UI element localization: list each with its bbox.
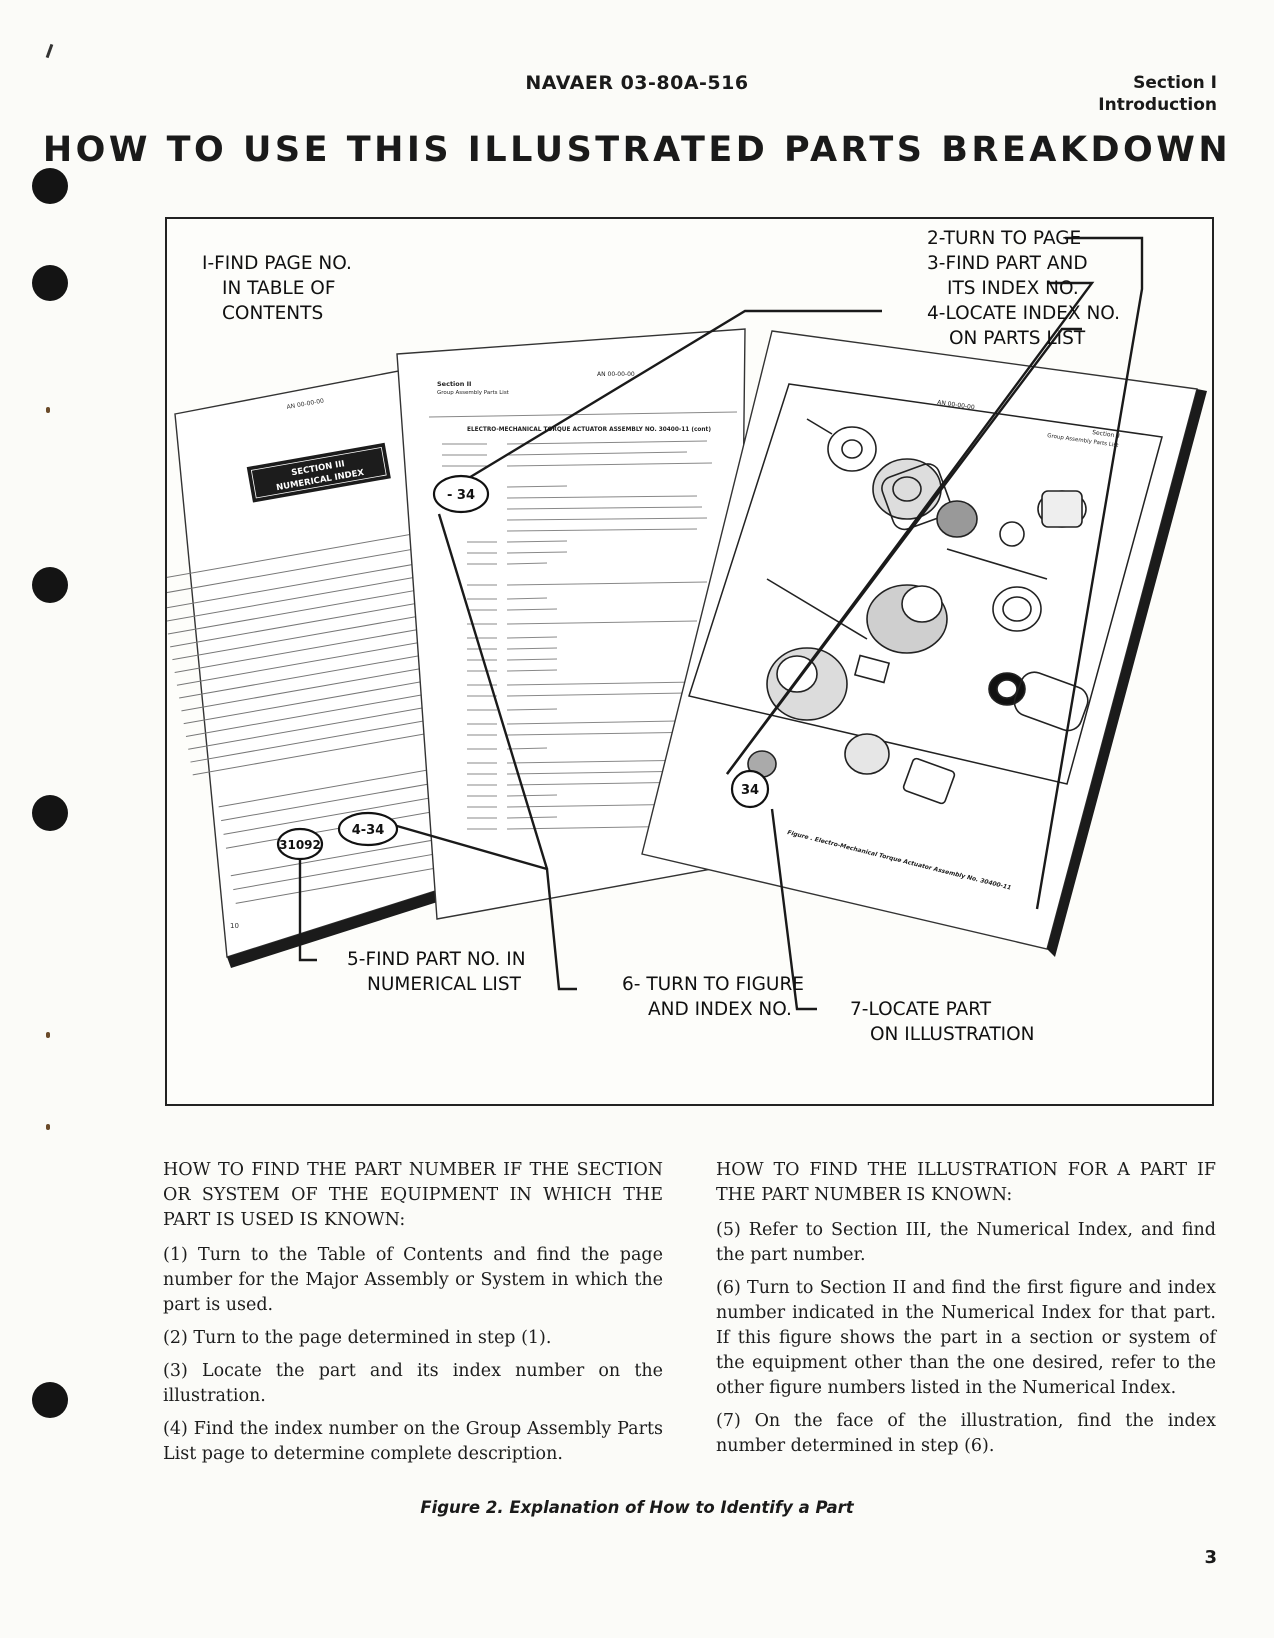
figure-panel: AN 00-00-00 SECTION III NUMERICAL INDEX	[165, 217, 1214, 1106]
callout-illustration-index: 34	[730, 769, 770, 809]
callout-figure-index-text: 4-34	[352, 823, 385, 838]
binder-hole	[32, 795, 68, 831]
speck	[46, 1124, 50, 1130]
step-6-callout: 6- TURN TO FIGURE AND INDEX NO.	[622, 972, 804, 1022]
right-step-6: (6) Turn to Section II and find the firs…	[716, 1278, 1216, 1398]
right-heading: HOW TO FIND THE ILLUSTRATION FOR A PART …	[716, 1160, 1216, 1205]
callout-list-index-text: - 34	[447, 488, 475, 503]
binder-hole	[32, 1382, 68, 1418]
step-3-line1: 3-FIND PART AND	[927, 253, 1088, 274]
figure-illustration: AN 00-00-00 SECTION III NUMERICAL INDEX	[167, 236, 1207, 1011]
callout-figure-index: 4-34	[337, 811, 399, 847]
sheet1-page-number: 10	[230, 922, 239, 930]
page-title: HOW TO USE THIS ILLUSTRATED PARTS BREAKD…	[42, 130, 1232, 170]
step-2-callout: 2-TURN TO PAGE	[927, 228, 1082, 249]
left-heading: HOW TO FIND THE PART NUMBER IF THE SECTI…	[163, 1160, 663, 1230]
step-5-line2: NUMERICAL LIST	[367, 974, 521, 995]
speck	[46, 1032, 50, 1038]
sheet2-section: Section II	[437, 380, 471, 388]
left-step-4: (4) Find the index number on the Group A…	[163, 1419, 663, 1464]
step-4-callout: 4-LOCATE INDEX NO. ON PARTS LIST	[927, 301, 1120, 351]
step-3-line2: ITS INDEX NO.	[947, 278, 1079, 299]
right-column: HOW TO FIND THE ILLUSTRATION FOR A PART …	[716, 1158, 1216, 1467]
step-3-callout: 3-FIND PART AND ITS INDEX NO.	[927, 251, 1088, 301]
step-5-line1: 5-FIND PART NO. IN	[347, 949, 526, 970]
left-step-2: (2) Turn to the page determined in step …	[163, 1328, 552, 1348]
callout-illustration-index-text: 34	[741, 783, 759, 798]
section-heading: Section I Introduction	[1098, 72, 1217, 116]
sheet2-heading: ELECTRO-MECHANICAL TORQUE ACTUATOR ASSEM…	[467, 427, 711, 433]
left-step-3: (3) Locate the part and its index number…	[163, 1361, 663, 1406]
step-6-line2: AND INDEX NO.	[648, 999, 792, 1020]
step-7-line2: ON ILLUSTRATION	[870, 1024, 1035, 1045]
right-step-7: (7) On the face of the illustration, fin…	[716, 1411, 1216, 1456]
binder-hole	[32, 567, 68, 603]
step-1-line1: I-FIND PAGE NO.	[202, 253, 352, 274]
binder-hole	[32, 265, 68, 301]
step-1-line2: IN TABLE OF	[222, 278, 336, 299]
document-number: NAVAER 03-80A-516	[525, 72, 749, 94]
page-number: 3	[1204, 1547, 1217, 1568]
pencil-mark	[45, 43, 54, 59]
illustration-sheet: AN 00-00-00 Section II Group Assembly Pa…	[641, 330, 1207, 957]
step-4-line1: 4-LOCATE INDEX NO.	[927, 303, 1120, 324]
right-step-5: (5) Refer to Section III, the Numerical …	[716, 1220, 1216, 1265]
left-step-1: (1) Turn to the Table of Contents and fi…	[163, 1245, 663, 1315]
callout-list-index: - 34	[432, 474, 490, 514]
step-1-callout: I-FIND PAGE NO. IN TABLE OF CONTENTS	[202, 251, 352, 326]
section-label: Section I	[1133, 73, 1217, 93]
step-6-line1: 6- TURN TO FIGURE	[622, 974, 805, 995]
sheet3-section: Section II	[1092, 429, 1121, 440]
step-7-callout: 7-LOCATE PART ON ILLUSTRATION	[850, 997, 1035, 1047]
step-7-line1: 7-LOCATE PART	[850, 999, 992, 1020]
callout-part-number: 31092	[276, 827, 324, 861]
step-4-line2: ON PARTS LIST	[949, 328, 1086, 349]
step-1-line3: CONTENTS	[222, 303, 324, 324]
figure-caption: Figure 2. Explanation of How to Identify…	[420, 1498, 854, 1517]
binder-hole	[32, 168, 68, 204]
sheet2-page-id: AN 00-00-00	[597, 371, 635, 378]
sheet2-subtitle: Group Assembly Parts List	[437, 390, 510, 396]
speck	[46, 407, 50, 413]
section-name: Introduction	[1098, 95, 1217, 115]
left-column: HOW TO FIND THE PART NUMBER IF THE SECTI…	[163, 1158, 663, 1475]
step-5-callout: 5-FIND PART NO. IN NUMERICAL LIST	[347, 947, 526, 997]
callout-part-number-text: 31092	[279, 838, 321, 852]
